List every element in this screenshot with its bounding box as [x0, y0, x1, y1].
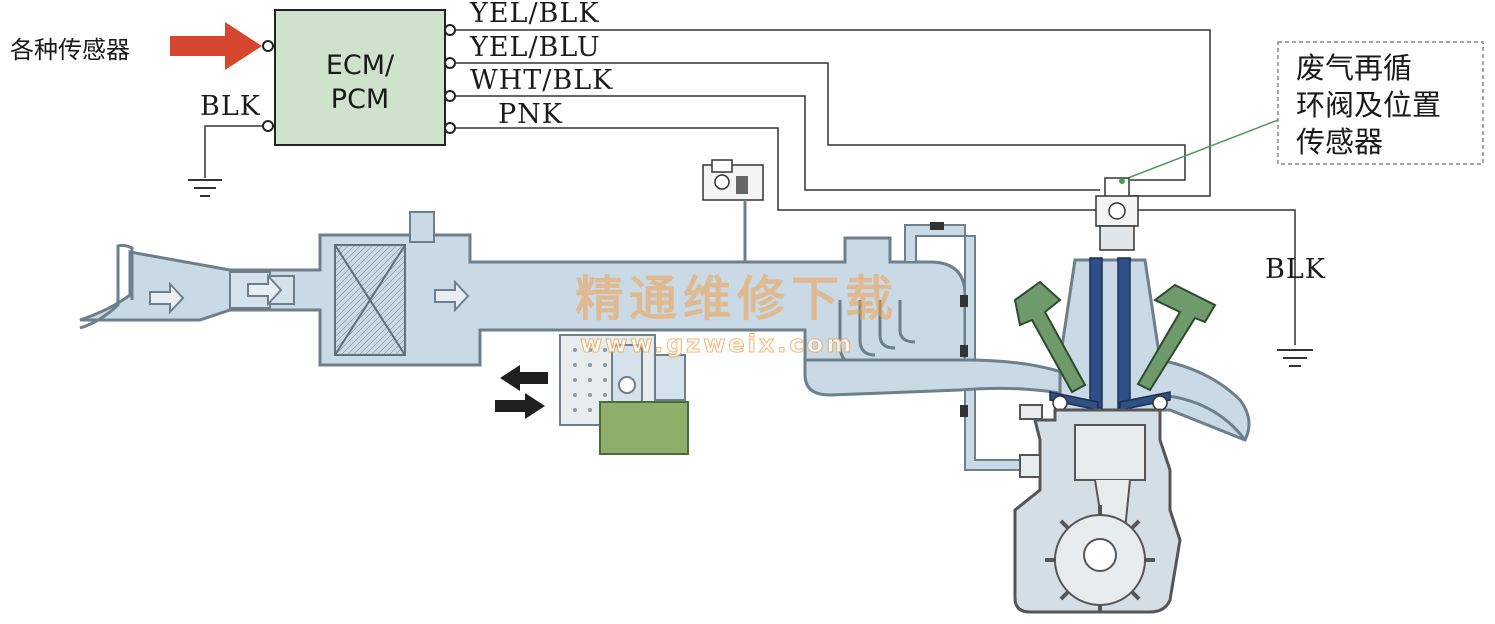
wire-wht-blk [455, 95, 1100, 191]
bypass-in-arrow [495, 393, 545, 419]
ignition-coil-right [1136, 283, 1217, 392]
wire-yel-blk [455, 29, 1211, 197]
callout-line-2: 环阀及位置 [1296, 88, 1441, 122]
ecm-terminal-4 [444, 122, 456, 134]
airflow-arrows [149, 273, 470, 315]
wire-pnk [455, 127, 1296, 345]
wire-label-yel-blu: YEL/BLU [469, 32, 601, 63]
watermark-text: 精通维修下载 [575, 271, 899, 327]
wire-label-pnk: PNK [498, 99, 563, 130]
ecm-pcm-box [274, 9, 446, 146]
egr-valve-assembly [1095, 177, 1139, 251]
wire-label-yel-blk: YEL/BLK [469, 0, 600, 29]
air-cleaner-element [334, 211, 435, 356]
ecm-terminal-2 [444, 57, 456, 69]
callout-line-1: 废气再循 [1296, 51, 1412, 85]
ground-right-symbol [1277, 349, 1313, 367]
sensor-input-arrow [170, 22, 262, 70]
ignition-coil-left [1013, 280, 1087, 394]
ecm-terminal-3 [444, 90, 456, 102]
vacuum-control-valve [702, 159, 764, 262]
callout-line-3: 传感器 [1296, 125, 1383, 159]
callout-leader-line [1127, 119, 1279, 179]
ecm-label: ECM/ [326, 50, 395, 81]
ground-left-symbol [188, 179, 222, 197]
iac-actuator [599, 401, 689, 455]
ground-left-wire [204, 125, 263, 178]
ground-right-label: BLK [1265, 254, 1326, 285]
watermark-url: www.gzweix.com [580, 330, 854, 358]
pcm-label: PCM [331, 84, 389, 115]
ground-left-label: BLK [200, 91, 261, 122]
wire-yel-blu [455, 62, 1186, 181]
ecm-terminal-1 [444, 24, 456, 36]
ecm-input-terminal [262, 40, 274, 52]
bypass-out-arrow [500, 365, 548, 391]
egr-valve-callout-box [1277, 41, 1484, 165]
sensors-label: 各种传感器 [10, 36, 130, 64]
ecm-ground-terminal [262, 120, 274, 132]
intake-port [803, 358, 1072, 397]
wire-label-wht-blk: WHT/BLK [470, 65, 613, 96]
engine-block [1013, 404, 1182, 614]
